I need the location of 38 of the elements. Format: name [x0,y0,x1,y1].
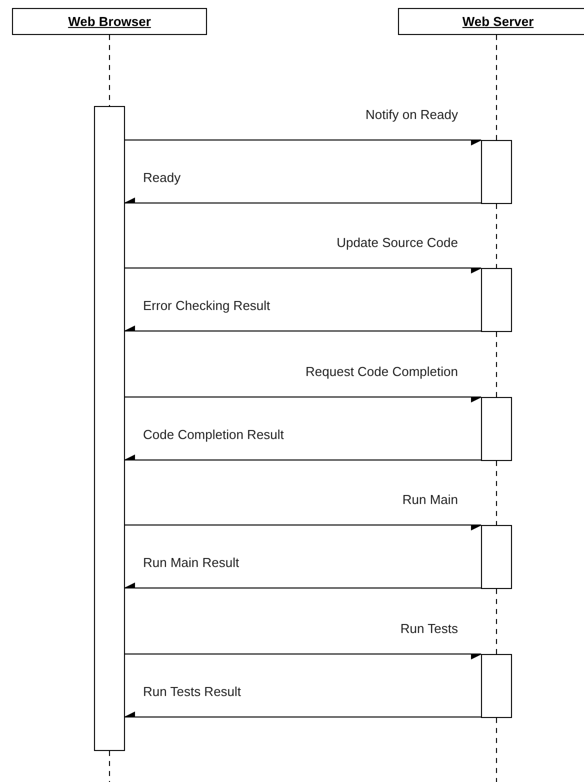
lifeline [496,204,497,268]
lifeline-title: Web Server [462,14,534,29]
message-arrow [124,396,482,402]
edge-label: Run Tests Result [141,684,244,699]
edge-label: Run Main [400,492,460,507]
edge-label: Run Tests [398,621,460,636]
message-arrow [124,582,482,588]
lifeline-title: Web Browser [68,14,151,29]
message-arrow [124,654,482,660]
activation-bar [481,268,512,332]
lifeline-header [398,8,584,35]
message-arrow [124,712,482,718]
lifeline [496,588,497,654]
activation-bar [481,525,512,589]
lifeline [109,750,110,782]
lifeline [496,460,497,526]
activation-bar [481,140,512,204]
message-arrow [124,140,482,146]
edge-label: Ready [141,170,183,185]
lifeline [109,34,110,106]
edge-label: Request Code Completion [304,364,460,379]
activation-bar [481,654,512,718]
edge-label: Notify on Ready [364,107,460,122]
activation-bar [481,397,512,461]
lifeline [496,34,497,140]
lifeline [496,718,497,782]
edge-label: Run Main Result [141,555,242,570]
message-arrow [124,198,482,204]
edge-label: Error Checking Result [141,298,272,313]
lifeline [496,332,497,398]
message-arrow [124,268,482,274]
message-arrow [124,326,482,332]
message-arrow [124,524,482,530]
message-arrow [124,454,482,460]
edge-label: Update Source Code [334,235,460,250]
edge-label: Code Completion Result [141,427,286,442]
activation-bar [94,106,125,751]
lifeline-header [12,8,207,35]
